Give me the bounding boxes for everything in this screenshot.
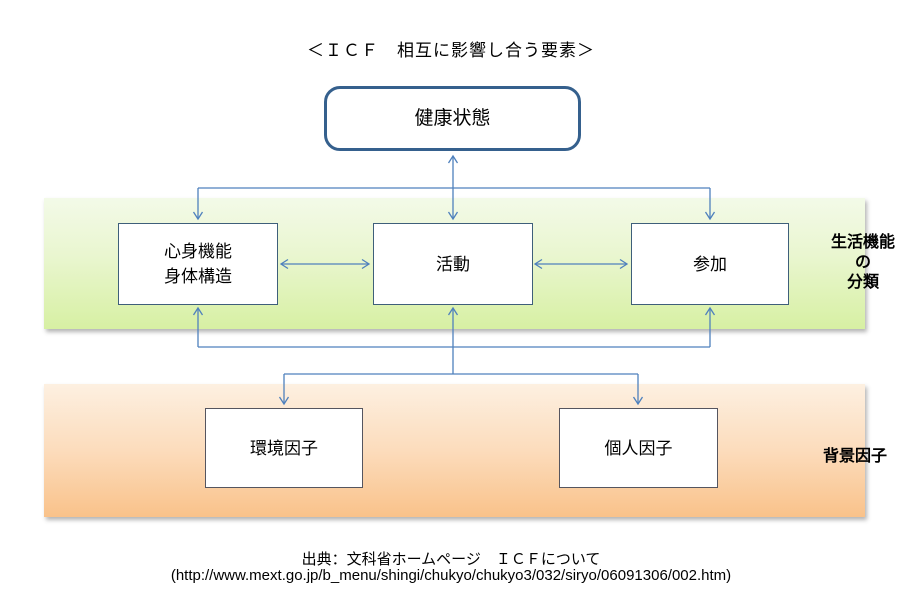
node-participation: 参加: [631, 223, 789, 305]
node-environmental-label: 環境因子: [250, 438, 318, 458]
node-health-state: 健康状態: [324, 86, 581, 151]
node-body-functions-line1: 心身機能: [164, 242, 232, 261]
node-personal-label: 個人因子: [604, 438, 673, 458]
node-personal-factors: 個人因子: [559, 408, 718, 488]
source-citation: 出典：文科省ホームページ ＩＣＦについて: [301, 551, 601, 568]
background-factors-label: 背景因子: [823, 448, 888, 465]
life-functions-label-line2: の: [854, 254, 871, 271]
node-participation-label: 参加: [693, 254, 727, 274]
node-activity: 活動: [373, 223, 533, 305]
node-body-functions: 心身機能 身体構造: [118, 223, 278, 305]
node-health-label: 健康状態: [414, 108, 491, 129]
life-functions-label-line1: 生活機能: [830, 234, 895, 251]
node-body-functions-line2: 身体構造: [164, 267, 232, 286]
life-functions-label-line3: 分類: [846, 274, 879, 291]
source-url: (http://www.mext.go.jp/b_menu/shingi/chu…: [170, 567, 732, 584]
diagram-title: ＜ＩＣＦ 相互に影響し合う要素＞: [307, 41, 595, 60]
life-functions-label: 生活機能 の 分類: [818, 233, 902, 293]
background-factors-band: [44, 384, 865, 517]
node-environmental-factors: 環境因子: [205, 408, 363, 488]
node-activity-label: 活動: [436, 254, 470, 274]
